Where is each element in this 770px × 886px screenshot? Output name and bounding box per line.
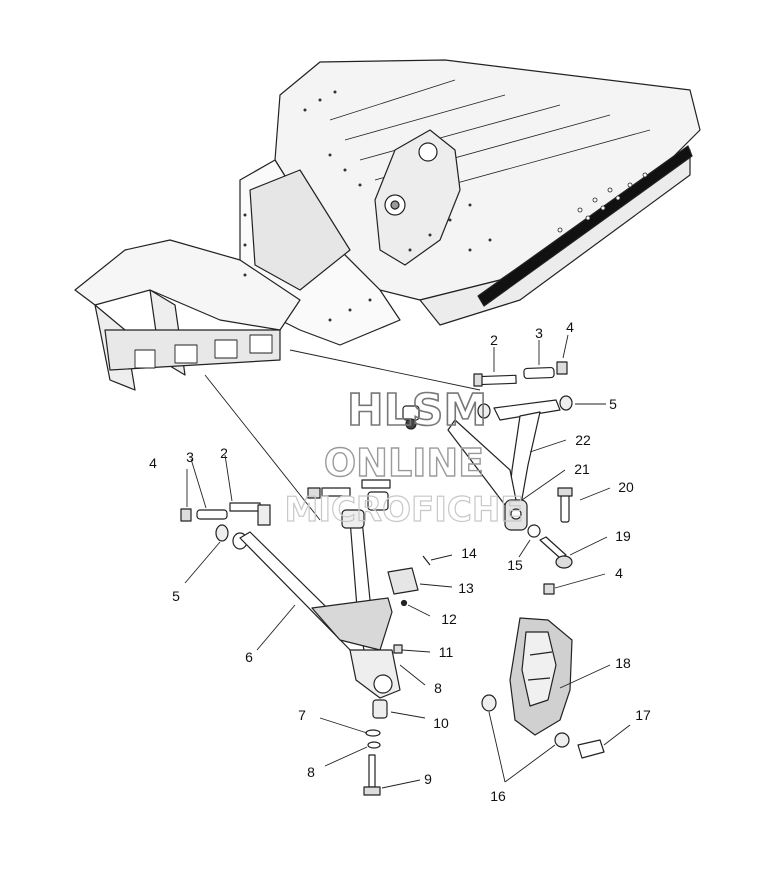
callout-5-lower: 5: [172, 588, 180, 604]
callout-21: 21: [574, 461, 590, 477]
watermark: HLSM ONLINE MICROFICHE: [284, 384, 524, 530]
spindle-group: [481, 617, 605, 759]
callout-4-upper: 4: [566, 319, 574, 335]
watermark-line1: HLSM: [347, 385, 487, 436]
callout-9: 9: [424, 771, 432, 787]
callout-6: 6: [245, 649, 253, 665]
callout-22: 22: [575, 432, 591, 448]
callout-3-upper: 3: [535, 325, 543, 341]
callout-15: 15: [507, 557, 523, 573]
callout-13: 13: [458, 580, 474, 596]
callout-10: 10: [433, 715, 449, 731]
callout-19: 19: [615, 528, 631, 544]
callout-14: 14: [461, 545, 477, 561]
watermark-line3: MICROFICHE: [284, 490, 523, 530]
watermark-line2: ONLINE: [324, 441, 484, 485]
callout-18: 18: [615, 655, 631, 671]
chassis-frame: [74, 59, 701, 391]
callout-16: 16: [490, 788, 506, 804]
callout-4-right: 4: [615, 565, 623, 581]
callout-12: 12: [441, 611, 457, 627]
callout-5-upper: 5: [609, 396, 617, 412]
callout-8-upper: 8: [434, 680, 442, 696]
callout-4-lower: 4: [149, 455, 157, 471]
lower-a-arm-group: [180, 479, 431, 796]
callout-11: 11: [439, 644, 454, 660]
callout-3-lower: 3: [186, 449, 194, 465]
callout-20: 20: [618, 479, 634, 495]
callout-labels: 2 3 4 5 22 21 20 19 15 4 4 3 2 5 14 13 1…: [149, 319, 651, 804]
callout-8-lower: 8: [307, 764, 315, 780]
callout-2-lower: 2: [220, 445, 228, 461]
callout-7: 7: [298, 707, 306, 723]
callout-17: 17: [635, 707, 651, 723]
callout-leaders: [184, 334, 631, 789]
frame-leader-lines: [204, 349, 481, 521]
callout-2-upper: 2: [490, 332, 498, 348]
upper-a-arm-group: [402, 361, 573, 595]
